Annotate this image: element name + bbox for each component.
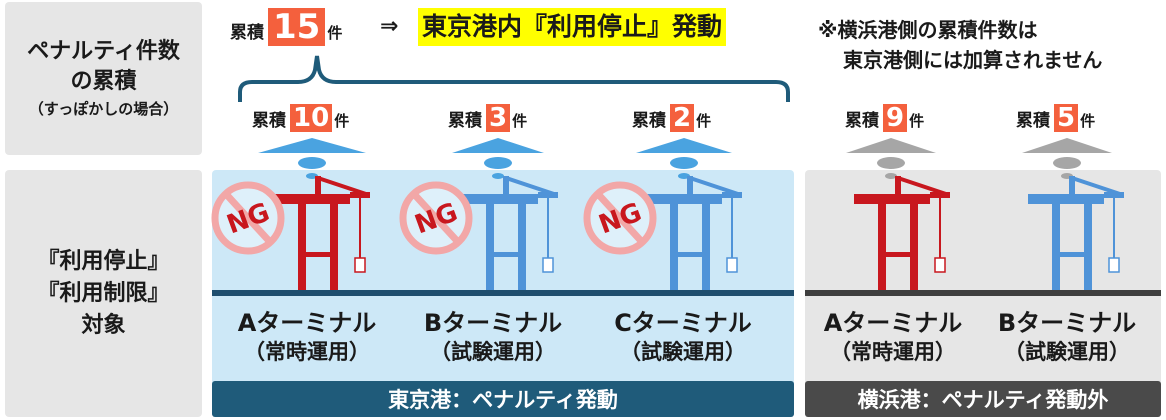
terminal-count-label: 累積 — [845, 111, 879, 131]
terminal-label: Cターミナル （試験運用） — [598, 308, 768, 366]
terminal-mode: （常時運用） — [830, 340, 956, 364]
terminal-count: 累積 3 件 — [448, 104, 527, 132]
total-count-number: 15 — [268, 8, 326, 46]
activation-banner: 東京港内『利用停止』発動 — [418, 8, 727, 46]
terminal-count-unit: 件 — [1080, 112, 1096, 130]
ng-prohibited-icon: NG — [583, 181, 657, 255]
terminal-name: Bターミナル — [423, 309, 563, 337]
arrow-icon: ⇒ — [380, 14, 399, 39]
terminal-mode: （試験運用） — [1004, 340, 1130, 364]
terminal-count-number: 9 — [883, 104, 908, 132]
terminal-name: Aターミナル — [823, 309, 963, 337]
up-arrow-icon — [452, 138, 544, 179]
terminal-count-label: 累積 — [632, 111, 666, 131]
brace-icon — [238, 55, 790, 102]
crane-icon — [646, 176, 742, 290]
terminal-count-number: 5 — [1054, 104, 1079, 132]
terminal-mode: （試験運用） — [620, 340, 746, 364]
terminal-name: Cターミナル — [614, 309, 752, 337]
yokohama-ground-line — [805, 290, 1161, 296]
target-label-line1: 『利用停止』 — [37, 248, 170, 274]
terminal-count-label: 累積 — [252, 111, 286, 131]
target-label-line2: 『利用制限』 — [37, 280, 170, 306]
up-arrow-icon — [258, 138, 366, 179]
crane-icon — [1028, 176, 1124, 290]
terminal-name: Bターミナル — [997, 309, 1137, 337]
terminal-count-number: 10 — [290, 104, 333, 132]
upload-arrows-graphic — [258, 138, 1112, 179]
terminal-label: Aターミナル （常時運用） — [222, 308, 392, 366]
ng-prohibited-icon: NG — [399, 181, 473, 255]
terminal-label: Bターミナル （試験運用） — [982, 308, 1152, 366]
terminal-count: 累積 10 件 — [252, 104, 349, 132]
terminal-mode: （常時運用） — [244, 340, 370, 364]
terminal-count: 累積 9 件 — [845, 104, 924, 132]
terminal-count-unit: 件 — [512, 112, 528, 130]
terminal-count-number: 3 — [486, 104, 511, 132]
terminal-count-unit: 件 — [909, 112, 925, 130]
cranes-graphic: NG NG NG — [211, 176, 1124, 290]
note-line1: ※横浜港側の累積件数は — [818, 18, 1038, 42]
terminal-count-label: 累積 — [1016, 111, 1050, 131]
note-line2: 東京港側には加算されません — [843, 48, 1103, 72]
terminal-count-unit: 件 — [696, 112, 712, 130]
tokyo-port-bar: 東京港：ペナルティ発動 — [212, 381, 794, 417]
terminal-count-label: 累積 — [448, 111, 482, 131]
penalty-count-label-line2: の累積 — [70, 68, 137, 94]
terminal-mode: （試験運用） — [430, 340, 556, 364]
crane-icon — [462, 176, 558, 290]
yokohama-port-bar: 横浜港：ペナルティ発動外 — [805, 381, 1161, 417]
terminal-label: Bターミナル （試験運用） — [408, 308, 578, 366]
penalty-count-label-line1: ペナルティ件数 — [27, 38, 180, 64]
terminal-name: Aターミナル — [237, 309, 377, 337]
up-arrow-icon — [846, 138, 936, 179]
ng-prohibited-icon: NG — [211, 181, 285, 255]
total-count-unit: 件 — [327, 24, 343, 42]
terminal-count: 累積 5 件 — [1016, 104, 1095, 132]
up-arrow-icon — [636, 138, 732, 179]
terminal-count-unit: 件 — [334, 112, 350, 130]
total-count-label: 累積 — [230, 23, 264, 43]
target-label-box: 『利用停止』 『利用制限』 対象 — [5, 170, 202, 417]
target-label-line3: 対象 — [81, 312, 126, 338]
total-count: 累積 15 件 — [230, 8, 342, 46]
penalty-count-label-line3: （すっぽかしの場合） — [28, 99, 179, 118]
tokyo-ground-line — [212, 290, 794, 296]
up-arrow-icon — [1022, 138, 1112, 179]
terminal-count: 累積 2 件 — [632, 104, 711, 132]
penalty-count-label-box: ペナルティ件数 の累積 （すっぽかしの場合） — [5, 2, 202, 155]
terminal-label: Aターミナル （常時運用） — [808, 308, 978, 366]
crane-icon — [854, 176, 950, 290]
terminal-count-number: 2 — [670, 104, 695, 132]
crane-icon — [274, 176, 370, 290]
